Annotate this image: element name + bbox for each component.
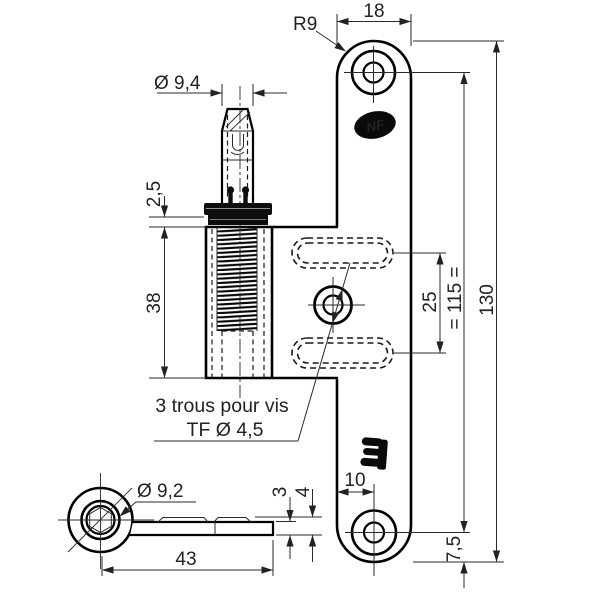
svg-text:25: 25 bbox=[420, 291, 441, 312]
upper-slot bbox=[291, 237, 394, 269]
svg-text:4: 4 bbox=[293, 486, 314, 497]
dimension-bottom-hole-offset: 7,5 bbox=[444, 536, 468, 588]
front-view: NF bbox=[204, 39, 413, 576]
dimension-corner-radius: R9 bbox=[293, 14, 349, 55]
pin-assembly bbox=[204, 107, 272, 225]
dimension-slot-spacing: 25 bbox=[394, 252, 446, 354]
dimension-thread-length: 38 bbox=[144, 227, 206, 379]
lower-slot bbox=[291, 337, 394, 369]
holes-note: 3 trous pour vis TF Ø 4,5 bbox=[154, 262, 351, 442]
svg-text:R9: R9 bbox=[293, 14, 317, 35]
top-hole bbox=[344, 46, 406, 103]
dimension-top-width: 18 bbox=[336, 1, 412, 46]
svg-text:38: 38 bbox=[144, 292, 165, 313]
svg-text:18: 18 bbox=[363, 1, 384, 22]
dimension-plate-height: 130 bbox=[413, 40, 504, 563]
svg-text:Ø 9,4: Ø 9,4 bbox=[154, 73, 201, 94]
svg-text:2,5: 2,5 bbox=[144, 181, 165, 207]
svg-text:43: 43 bbox=[175, 549, 196, 570]
leaf-side-profile bbox=[130, 520, 275, 537]
svg-text:NF: NF bbox=[365, 117, 386, 136]
dimension-leaf-length: 43 bbox=[101, 540, 274, 576]
dimension-washer-height: 2,5 bbox=[144, 181, 206, 228]
svg-text:Ø 9,2: Ø 9,2 bbox=[137, 481, 183, 502]
dimension-hole-spacing: = 115 = bbox=[406, 72, 470, 533]
bottom-view bbox=[58, 473, 275, 569]
forge-mark bbox=[360, 437, 388, 470]
svg-text:3 trous pour vis: 3 trous pour vis bbox=[155, 395, 289, 417]
dimension-knuckle-bore: Ø 9,2 bbox=[117, 481, 196, 520]
bottom-hole bbox=[345, 484, 406, 576]
dimension-countersink-height: 4 bbox=[255, 486, 322, 562]
svg-text:TF Ø 4,5: TF Ø 4,5 bbox=[187, 419, 264, 441]
svg-text:130: 130 bbox=[477, 284, 498, 316]
dimension-hole-edge-offset: 10 bbox=[337, 470, 374, 496]
svg-text:3: 3 bbox=[270, 487, 291, 498]
svg-text:7,5: 7,5 bbox=[444, 536, 465, 562]
svg-text:= 115 =: = 115 = bbox=[445, 266, 466, 329]
dimension-pin-diameter: Ø 9,4 bbox=[154, 73, 287, 106]
nf-logo: NF bbox=[354, 111, 396, 139]
svg-text:10: 10 bbox=[344, 470, 365, 491]
threaded-section bbox=[217, 228, 257, 331]
